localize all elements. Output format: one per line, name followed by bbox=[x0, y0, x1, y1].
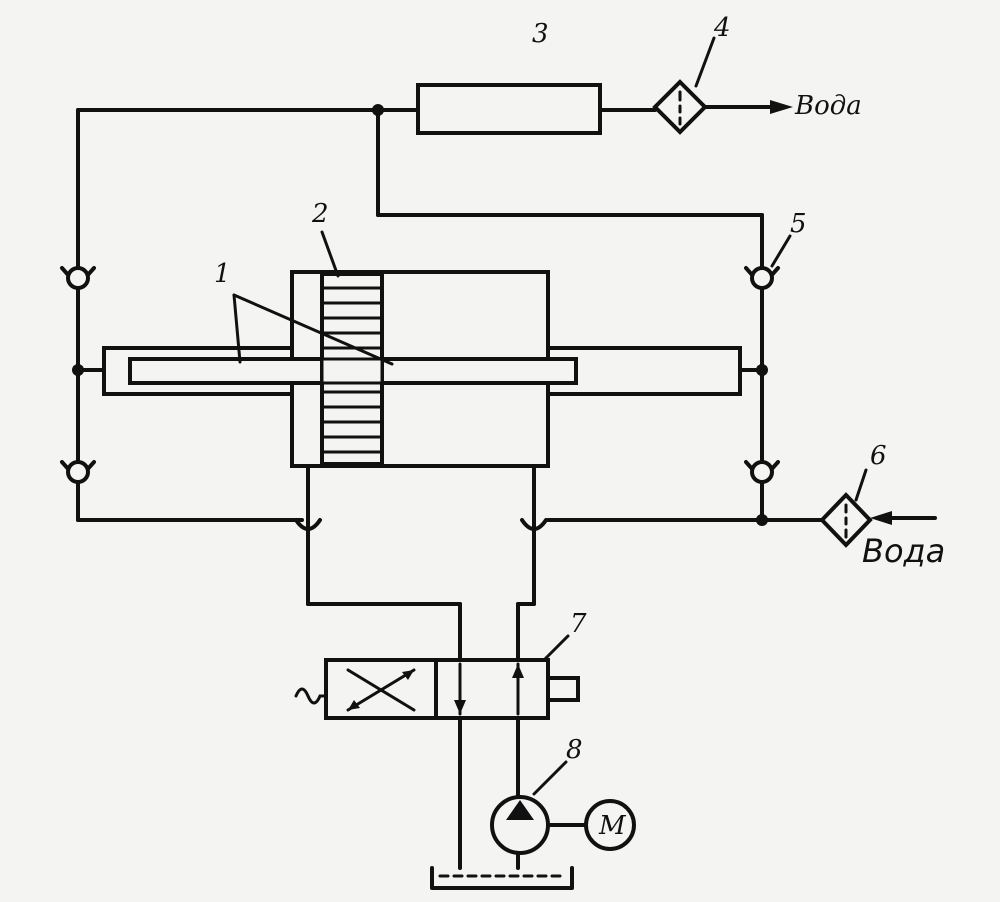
inlet-arrow bbox=[870, 511, 937, 525]
label-6: 6 bbox=[870, 441, 887, 471]
label-4: 4 bbox=[713, 13, 731, 43]
label-8: 8 bbox=[566, 735, 583, 765]
directional-valve-7 bbox=[294, 658, 580, 720]
inlet-water-label: Вода bbox=[862, 532, 945, 570]
check-valve-5-upper bbox=[744, 266, 780, 290]
motor-label: M bbox=[598, 811, 627, 841]
top-return-line bbox=[76, 104, 764, 217]
left-loop bbox=[72, 108, 304, 522]
label-2: 2 bbox=[311, 199, 329, 229]
label-1: 1 bbox=[214, 259, 231, 289]
inlet-filter-6 bbox=[819, 492, 873, 548]
check-valve-left-upper bbox=[60, 266, 96, 290]
pump-8 bbox=[490, 795, 550, 855]
piston-2 bbox=[320, 272, 384, 466]
outlet-water-label: Вода bbox=[794, 91, 862, 121]
heat-exchanger-3 bbox=[416, 83, 602, 135]
leader-lines bbox=[232, 36, 868, 796]
check-valve-right-lower bbox=[744, 460, 780, 484]
electric-motor bbox=[584, 799, 636, 851]
tank bbox=[430, 866, 574, 890]
outlet-arrow bbox=[703, 100, 793, 114]
label-3: 3 bbox=[532, 19, 549, 49]
label-5: 5 bbox=[790, 209, 807, 239]
label-7: 7 bbox=[570, 609, 587, 639]
pump-lines bbox=[458, 716, 588, 870]
check-valve-left-lower bbox=[60, 460, 96, 484]
cylinder-port-lines bbox=[294, 464, 548, 662]
outlet-filter-4 bbox=[652, 79, 708, 135]
